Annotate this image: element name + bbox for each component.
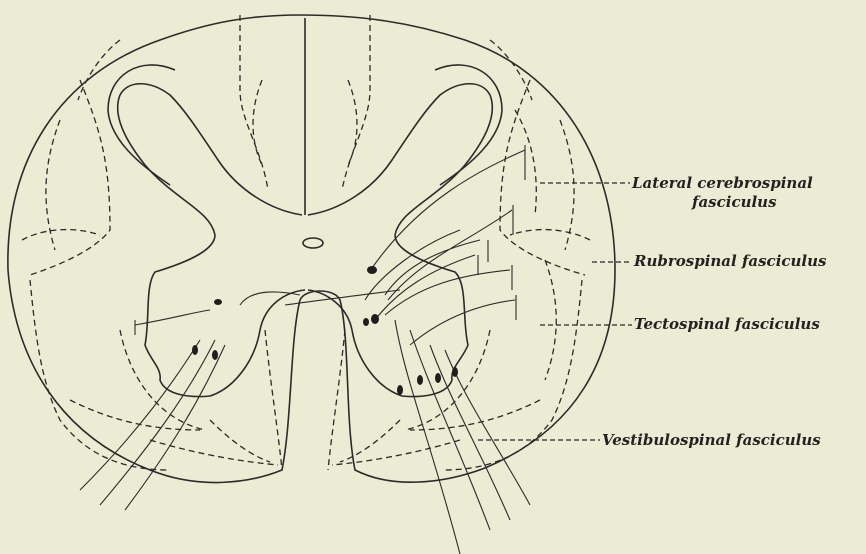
central-canal [303,238,323,248]
label-lateral-cerebrospinal: Lateral cerebrospinal fasciculus [632,174,813,212]
label-lateral-cerebrospinal-line1: Lateral cerebrospinal [632,174,813,193]
fibre-terminals [135,145,525,335]
label-leaders [478,183,632,440]
descending-fibres [135,150,525,345]
label-tectospinal: Tectospinal fasciculus [634,315,820,334]
tract-boundaries [22,15,590,470]
label-lateral-cerebrospinal-line2: fasciculus [632,193,813,212]
anterior-root-fibres-left [80,340,225,510]
grey-matter-left [118,84,305,397]
motor-cells [192,266,458,395]
label-vestibulospinal: Vestibulospinal fasciculus [602,431,821,450]
label-rubrospinal: Rubrospinal fasciculus [634,252,826,271]
